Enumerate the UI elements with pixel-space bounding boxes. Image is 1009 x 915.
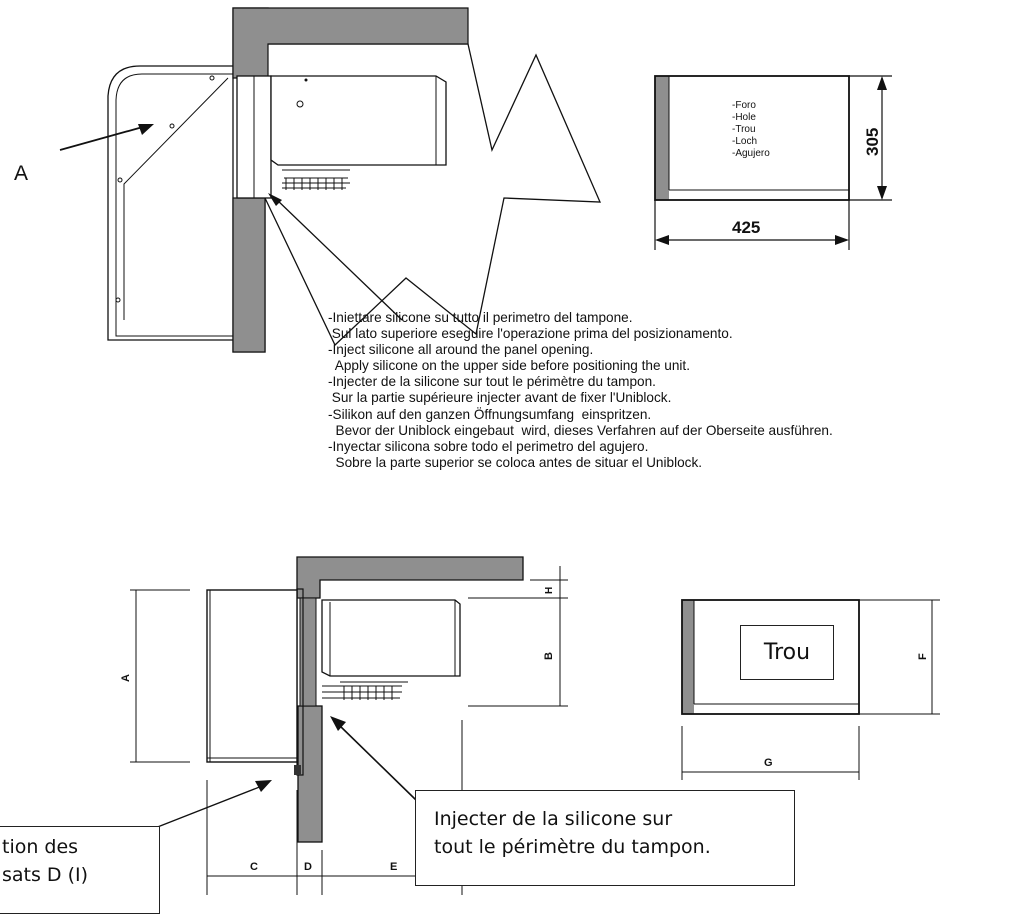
bottom-hole-diagram: F G — [681, 599, 940, 780]
top-hole-label-0: -Foro — [732, 100, 756, 111]
top-hole-label-2: -Trou — [732, 124, 756, 135]
bottom-plug-frame — [299, 597, 317, 707]
bottom-evaporator — [321, 599, 461, 677]
top-label-a: A — [14, 162, 28, 185]
top-assembly: A — [14, 7, 602, 353]
top-evaporator — [270, 75, 447, 166]
instruction-en-1: -Inject silicone all around the panel op… — [328, 342, 594, 358]
top-evaporator-fins — [282, 177, 350, 190]
silicone-instructions: -Iniettare silicone su tutto il perimetr… — [328, 310, 1008, 471]
bottom-wall — [297, 705, 323, 843]
top-unit-housing — [107, 65, 233, 341]
instruction-it-2: Sul lato superiore eseguire l'operazione… — [328, 326, 733, 342]
bottom-dim-g-label: G — [764, 757, 773, 769]
instruction-fr-1: -Injecter de la silicone sur tout le pér… — [328, 374, 656, 390]
instruction-de-1: -Silikon auf den ganzen Öffnungsumfang e… — [328, 406, 652, 422]
top-hole-label-1: -Hole — [732, 112, 756, 123]
bottom-dim-h-label: H — [544, 587, 555, 594]
bottom-hole-rect — [681, 599, 860, 715]
top-hole-rect — [654, 75, 850, 201]
left-callout-arrow — [154, 785, 263, 829]
bottom-assembly: A H B C D E — [120, 556, 568, 895]
top-hole-label-3: -Loch — [732, 136, 757, 147]
top-wall — [232, 7, 602, 353]
top-hole-label-4: -Agujero — [732, 148, 770, 159]
left-callout-box: tion des sats D (I) — [0, 826, 160, 914]
bottom-dim-e-label: E — [390, 861, 397, 873]
bottom-unit-housing — [206, 589, 298, 763]
bottom-ceiling — [296, 556, 524, 599]
instruction-en-2: Apply silicone on the upper side before … — [328, 358, 690, 374]
bottom-evaporator-fins — [322, 685, 402, 700]
right-callout-arrow — [337, 723, 417, 801]
left-callout-line-1: tion des — [2, 836, 79, 858]
top-wall-fill-horizontal — [232, 7, 469, 79]
bottom-dim-d-label: D — [304, 861, 312, 873]
top-hole-diagram: -Foro -Hole -Trou -Loch -Agujero 305 425 — [654, 75, 892, 250]
bottom-dim-f — [859, 599, 940, 715]
top-arrow-a — [59, 124, 151, 151]
instruction-fr-2: Sur la partie supérieure injecter avant … — [328, 390, 672, 406]
bottom-dim-a — [130, 589, 190, 763]
bottom-dim-g — [681, 726, 860, 780]
top-leader — [274, 197, 403, 321]
top-dim-height — [849, 75, 892, 201]
instruction-es-2: Sobre la parte superior se coloca antes … — [328, 454, 703, 470]
bottom-dim-a-label: A — [120, 674, 132, 682]
bottom-dim-c-label: C — [250, 861, 258, 873]
bottom-hole-label-box: Trou — [740, 625, 834, 680]
right-callout-line-1: Injecter de la silicone sur — [434, 808, 673, 830]
right-callout-line-2: tout le périmètre du tampon. — [434, 836, 711, 858]
instruction-de-2: Bevor der Uniblock eingebaut wird, diese… — [328, 422, 833, 438]
left-callout-line-2: sats D (I) — [2, 864, 89, 886]
bottom-dim-h-b — [468, 566, 568, 707]
top-dim-height-label: 305 — [863, 128, 882, 156]
bottom-dim-b-label: B — [543, 652, 555, 660]
top-dim-width-label: 425 — [732, 218, 760, 237]
bottom-hole-label: Trou — [763, 640, 811, 665]
instruction-it-1: -Iniettare silicone su tutto il perimetr… — [328, 310, 633, 325]
instruction-es-1: -Inyectar silicona sobre todo el perimet… — [328, 438, 649, 454]
right-callout-box: Injecter de la silicone sur tout le péri… — [415, 790, 795, 886]
top-dim-width — [654, 200, 850, 250]
bottom-dim-f-label: F — [917, 653, 929, 660]
